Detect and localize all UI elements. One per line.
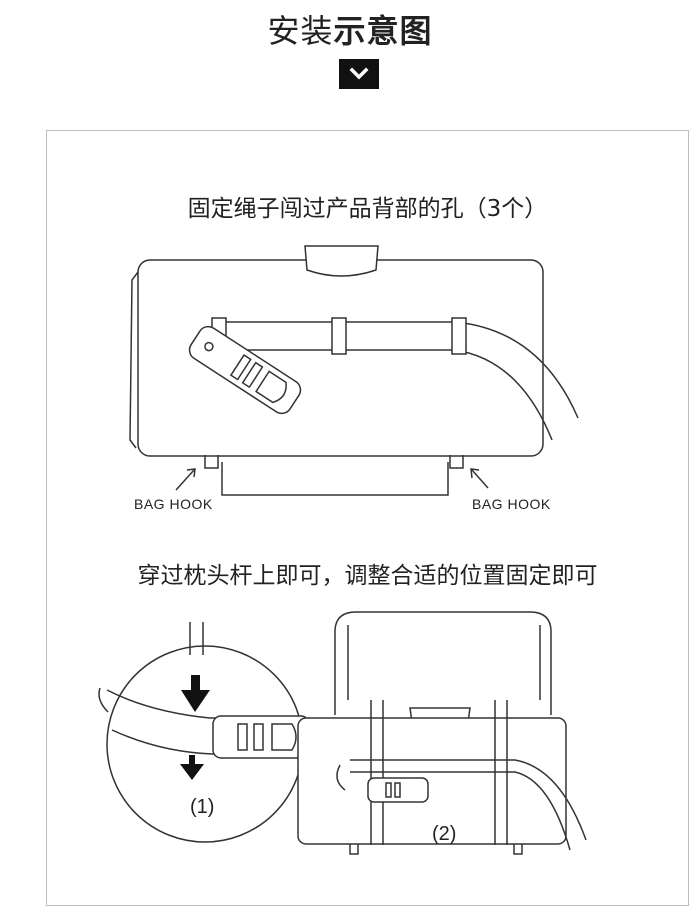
step1-caption: 固定绳子闯过产品背部的孔（3个） xyxy=(187,196,548,222)
step2-caption: 穿过枕头杆上即可，调整合适的位置固定即可 xyxy=(137,563,598,589)
buckle-icon xyxy=(188,325,302,415)
seat-back-panel xyxy=(297,717,567,845)
diagram-frame xyxy=(46,130,689,906)
strap-loop-2 xyxy=(451,317,467,355)
arrow-right xyxy=(471,469,489,489)
arrow-left xyxy=(175,469,195,491)
bag-hook-label-right: BAG HOOK xyxy=(472,496,551,512)
top-handle xyxy=(304,245,379,277)
bag-hook-right xyxy=(449,455,464,469)
label-1: (1) xyxy=(190,796,214,818)
buckle-small xyxy=(367,777,429,803)
headrest xyxy=(334,611,552,715)
buckle-detail xyxy=(212,715,310,759)
bag-hook-label-left: BAG HOOK xyxy=(134,496,213,512)
title-bold: 示意图 xyxy=(333,12,433,50)
chevron-down-icon[interactable] xyxy=(339,59,379,89)
title-regular: 安装 xyxy=(267,12,334,50)
bag-hook-left xyxy=(204,455,219,469)
arrow-down-icon xyxy=(180,675,210,780)
page-title: 安装示意图 xyxy=(0,6,700,52)
strap-loop-1 xyxy=(331,317,347,355)
label-2: (2) xyxy=(432,823,456,845)
